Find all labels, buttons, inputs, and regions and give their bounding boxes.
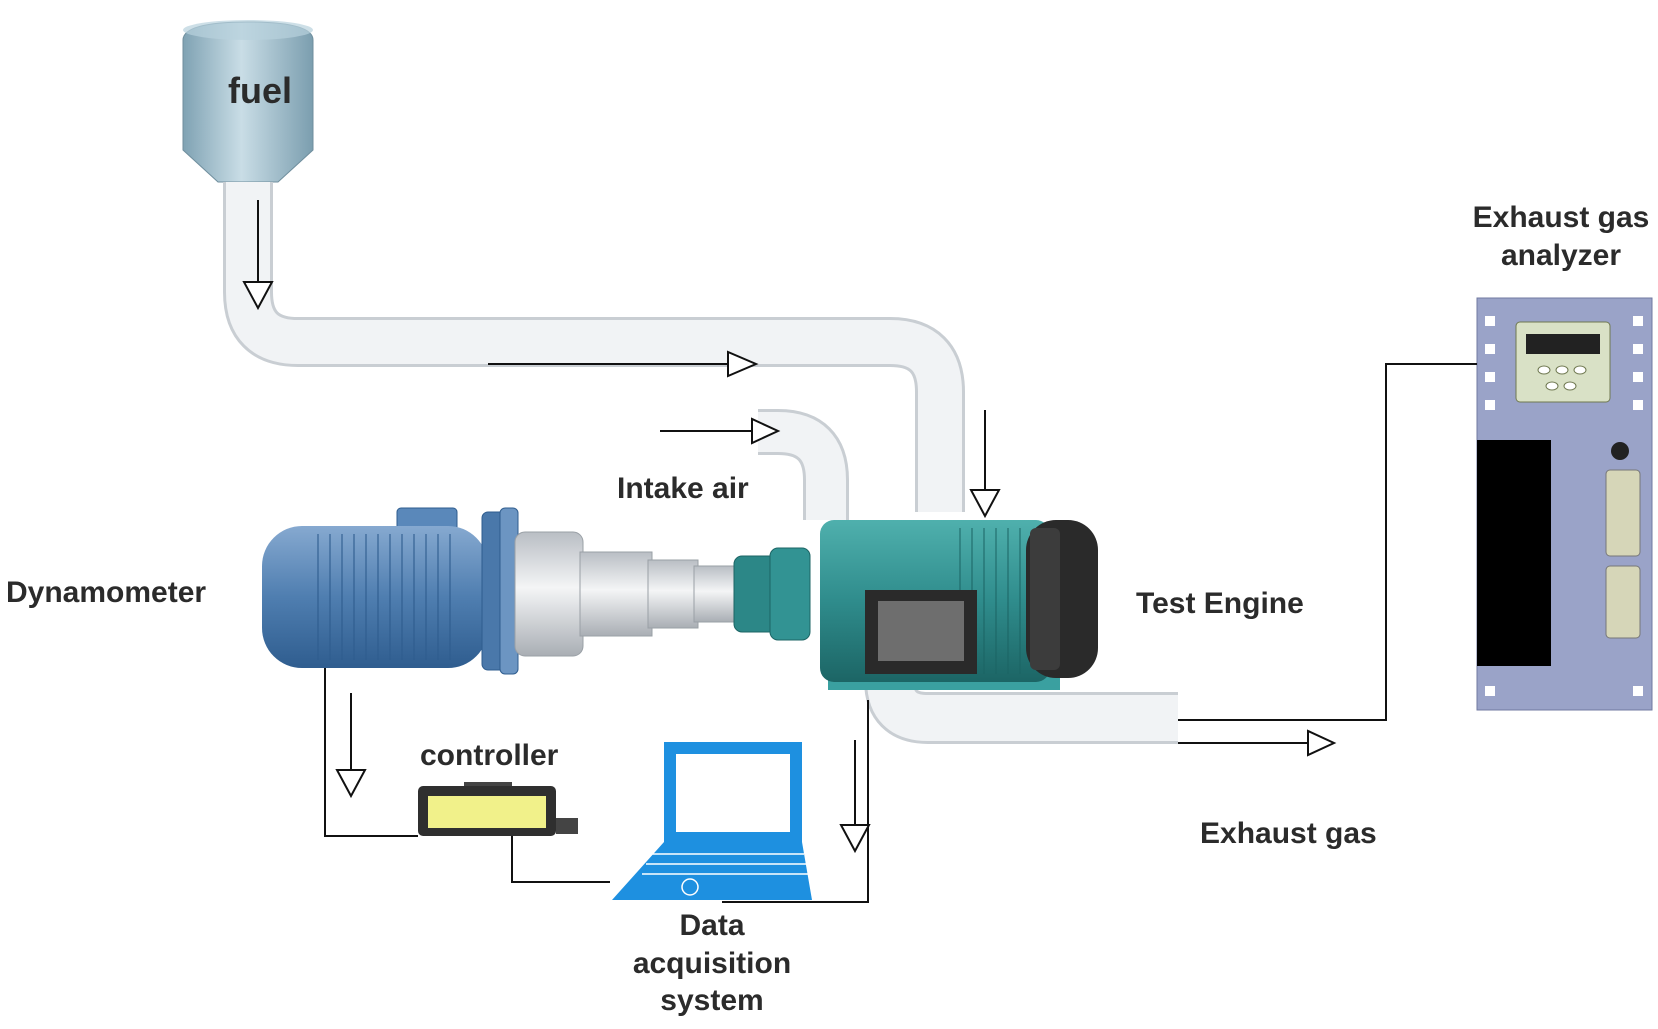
controller-label: controller (420, 739, 559, 772)
analyzer-label-line2: analyzer (1500, 238, 1622, 272)
daq-label-line2: acquisition (632, 946, 792, 980)
fuel-tank (182, 20, 314, 183)
laptop-daq (612, 742, 812, 900)
controller-device (418, 782, 578, 836)
exhaust-gas-analyzer (1476, 297, 1653, 711)
dynamometer-label: Dynamometer (6, 576, 207, 609)
intake-air-label: Intake air (617, 472, 749, 505)
fuel-pipe (223, 182, 965, 512)
flow-arrows (242, 200, 1337, 854)
daq-label-line3: system (660, 984, 764, 1017)
daq-label-line1: Data (679, 909, 745, 942)
daq-label: Data acquisition system (612, 907, 812, 1020)
analyzer-label: Exhaust gas analyzer (1466, 199, 1656, 274)
fuel-label: fuel (228, 70, 293, 111)
signal-lines (324, 363, 1477, 903)
test-engine-label: Test Engine (1136, 587, 1304, 620)
test-engine (733, 520, 1098, 690)
dynamometer (262, 507, 519, 675)
analyzer-label-line1: Exhaust gas (1472, 201, 1650, 234)
exhaust-gas-label: Exhaust gas (1200, 817, 1377, 850)
intake-air-pipe (758, 409, 849, 520)
coupling-shaft (514, 531, 739, 657)
